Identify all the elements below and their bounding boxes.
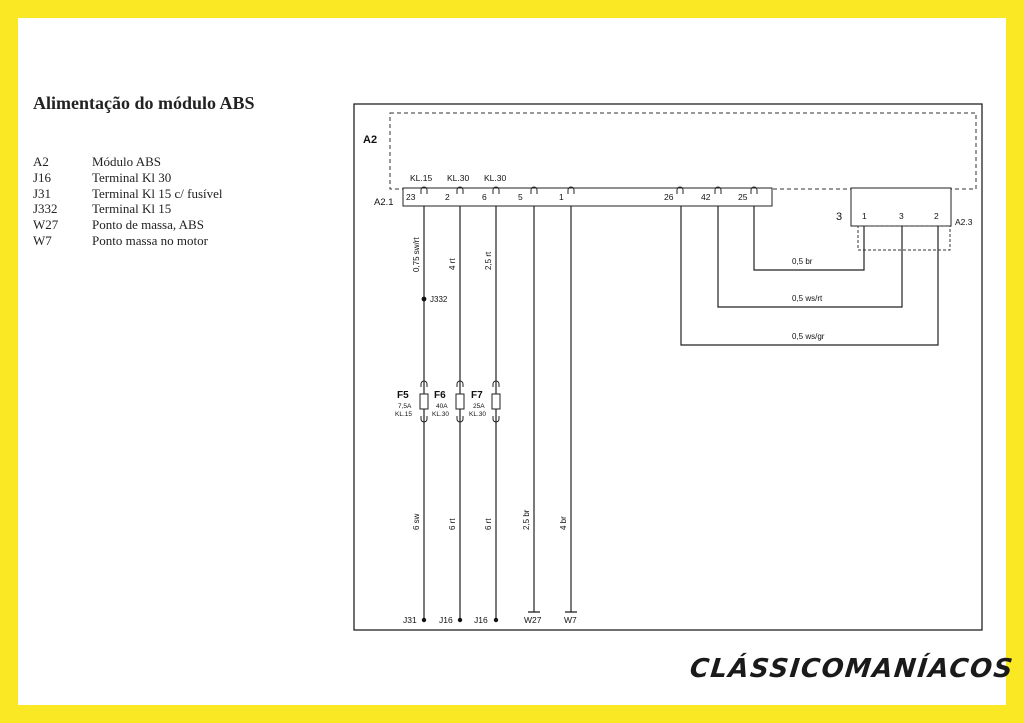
pin-number: 1 [559, 192, 564, 202]
connector-a23-dashed [857, 225, 951, 251]
terminal-label: J16 [474, 615, 488, 625]
connector-a23 [850, 187, 952, 227]
pin-glyph [750, 186, 758, 194]
legend-item: J16 Terminal Kl 30 [33, 170, 223, 186]
connector-3-label: 3 [836, 211, 842, 223]
module-a2-box [389, 112, 977, 190]
wire-label: 0,5 br [792, 257, 813, 266]
pin-number: 23 [406, 192, 416, 202]
page-title: Alimentação do módulo ABS [33, 93, 255, 113]
legend-item: W27 Ponto de massa, ABS [33, 217, 223, 233]
wire-pin42 [717, 206, 903, 308]
splice-label: J332 [430, 295, 448, 304]
legend-desc: Terminal Kl 15 c/ fusível [92, 185, 223, 201]
signal-wires [680, 206, 939, 346]
wire-label: 2,5 rt [484, 251, 493, 270]
connector-a21-label: A2.1 [374, 197, 394, 208]
legend-item: A2 Módulo ABS [33, 154, 223, 170]
fuse-terminal [492, 380, 500, 423]
legend-code: J332 [33, 201, 58, 217]
pin-number: 2 [445, 192, 450, 202]
wire-label: 6 sw [412, 513, 421, 530]
brand-logo: CLÁSSICOMANÍACOS [688, 654, 1016, 684]
terminal-dot [421, 617, 427, 623]
legend-desc: Terminal Kl 15 [92, 201, 172, 217]
fuse-kl: KL.15 [395, 411, 412, 418]
wire-label: 0,5 ws/rt [792, 294, 823, 303]
pin-glyphs [420, 186, 758, 194]
wire-label: 0,75 sw/rt [412, 237, 421, 272]
fuse-terminal [456, 380, 464, 423]
terminal-label: J31 [403, 615, 417, 625]
pin-glyph [530, 186, 538, 194]
pin-number: 42 [701, 192, 711, 202]
kl-label: KL.15 [410, 173, 432, 183]
terminal-dot [457, 617, 463, 623]
wire-label: 6 rt [448, 518, 457, 530]
pin-number: 5 [518, 192, 523, 202]
fuse-name: F7 [471, 390, 483, 401]
wire-label: 0,5 ws/gr [792, 332, 825, 341]
connector-a23-label: A2.3 [955, 217, 973, 227]
wire-pin25 [753, 206, 865, 271]
legend-desc: Módulo ABS [92, 154, 161, 169]
legend-item: W7 Ponto massa no motor [33, 233, 223, 249]
pin-number: 6 [482, 192, 487, 202]
legend-code: J16 [33, 169, 52, 185]
connector-a21 [402, 187, 773, 207]
pin-glyph [567, 186, 575, 194]
legend-desc: Ponto massa no motor [92, 232, 208, 248]
pin-glyph [456, 186, 464, 194]
legend-code: J31 [33, 185, 52, 201]
legend-code: W7 [33, 232, 52, 248]
legend-code: A2 [33, 154, 49, 169]
wire-label: 4 rt [448, 258, 457, 270]
wire-label: 2,5 br [522, 509, 531, 530]
wire-label: 4 br [559, 516, 568, 530]
pin-number: 3 [899, 211, 904, 221]
fuse-f6: F6 40A KL.30 [432, 380, 465, 423]
wire-label: 6 rt [484, 518, 493, 530]
legend-item: J332 Terminal Kl 15 [33, 201, 223, 217]
fuse-name: F6 [434, 390, 446, 401]
terminal-label: J16 [439, 615, 453, 625]
fuse-kl: KL.30 [432, 411, 449, 418]
fuse-f5: F5 7,5A KL.15 [395, 380, 429, 423]
fuse-name: F5 [397, 390, 409, 401]
pin-glyph [492, 186, 500, 194]
legend-desc: Terminal Kl 30 [92, 169, 172, 185]
fuse-kl: KL.30 [469, 411, 486, 418]
pin-number: 1 [862, 211, 867, 221]
wire-pin26 [680, 206, 939, 346]
pin-number: 26 [664, 192, 674, 202]
terminal-label: W7 [564, 615, 577, 625]
diagram-border [353, 103, 983, 631]
fuse-body [491, 393, 501, 410]
vertical-wires [423, 206, 572, 620]
legend-code: W27 [33, 217, 59, 233]
kl-label: KL.30 [484, 173, 506, 183]
fuse-rating: 7,5A [398, 403, 412, 410]
fuse-body [419, 393, 429, 410]
fuse-rating: 25A [473, 403, 485, 410]
splice-dot [421, 296, 427, 302]
pin-glyph [676, 186, 684, 194]
fuse-rating: 40A [436, 403, 448, 410]
fuse-body [455, 393, 465, 410]
pin-glyph [420, 186, 428, 194]
legend-desc: Ponto de massa, ABS [92, 217, 204, 233]
fuse-f7: F7 25A KL.30 [469, 380, 501, 423]
terminal-dot [493, 617, 499, 623]
module-a2-label: A2 [363, 134, 377, 146]
legend-item: J31 Terminal Kl 15 c/ fusível [33, 186, 223, 202]
pin-glyph [714, 186, 722, 194]
terminal-label: W27 [524, 615, 542, 625]
pin-number: 25 [738, 192, 748, 202]
fuse-terminal [420, 380, 428, 423]
pin-number: 2 [934, 211, 939, 221]
kl-label: KL.30 [447, 173, 469, 183]
